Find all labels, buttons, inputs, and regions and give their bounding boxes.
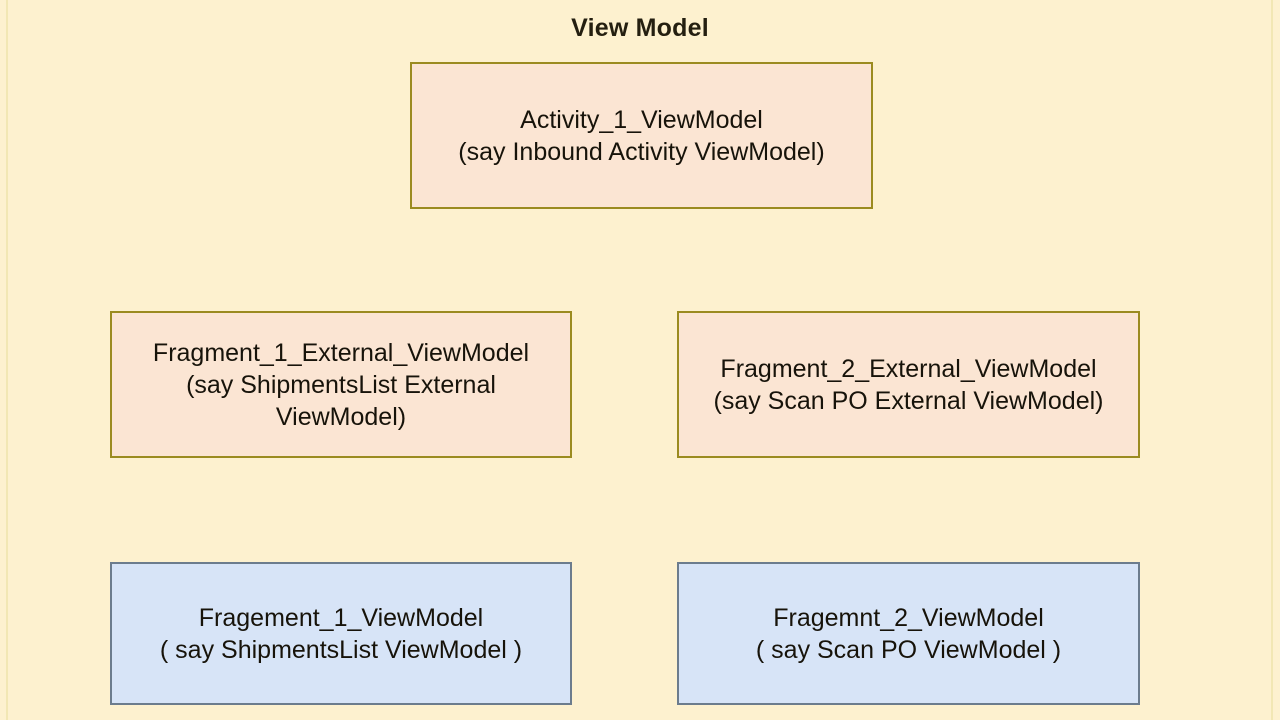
right-edge-rule — [1271, 0, 1273, 720]
node-alias: ( say ShipmentsList ViewModel ) — [159, 635, 523, 664]
node-activity-1-viewmodel[interactable]: Activity_1_ViewModel (say Inbound Activi… — [410, 62, 873, 209]
node-alias-line-2: ViewModel) — [275, 402, 407, 431]
node-fragment-2-external-viewmodel[interactable]: Fragment_2_External_ViewModel (say Scan … — [677, 311, 1140, 458]
node-alias-line-1: (say ShipmentsList External — [186, 370, 496, 399]
node-fragment-1-viewmodel[interactable]: Fragement_1_ViewModel ( say ShipmentsLis… — [110, 562, 572, 705]
node-title: Fragement_1_ViewModel — [198, 603, 484, 632]
node-title: Fragment_1_External_ViewModel — [152, 338, 530, 367]
page-title: View Model — [571, 14, 709, 42]
node-fragment-1-external-viewmodel[interactable]: Fragment_1_External_ViewModel (say Shipm… — [110, 311, 572, 458]
node-title: Fragemnt_2_ViewModel — [773, 603, 1044, 632]
node-title: Activity_1_ViewModel — [520, 105, 763, 134]
node-title: Fragment_2_External_ViewModel — [720, 354, 1097, 383]
node-fragment-2-viewmodel[interactable]: Fragemnt_2_ViewModel ( say Scan PO ViewM… — [677, 562, 1140, 705]
left-edge-rule — [6, 0, 8, 720]
node-alias: (say Scan PO External ViewModel) — [713, 386, 1104, 415]
node-alias: (say Inbound Activity ViewModel) — [458, 137, 825, 166]
node-alias: ( say Scan PO ViewModel ) — [755, 635, 1062, 664]
